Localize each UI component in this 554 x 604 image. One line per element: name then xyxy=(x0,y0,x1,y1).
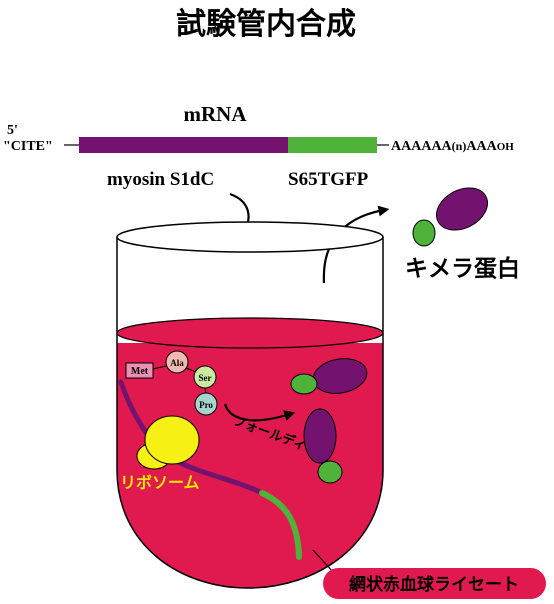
folding-arrow xyxy=(223,403,296,422)
liquid-surface xyxy=(116,317,384,349)
folded-protein-2-myosin xyxy=(303,408,337,464)
chimera-label: キメラ蛋白 xyxy=(405,255,520,282)
peptide-bond-1 xyxy=(152,365,167,370)
gfp-segment xyxy=(288,137,377,153)
amino-acid-pro xyxy=(194,392,218,416)
mrna-label: mRNA xyxy=(184,102,248,126)
amino-acid-ala xyxy=(165,350,189,374)
ribosome-large-subunit xyxy=(144,415,200,465)
pro-label: Pro xyxy=(199,400,213,410)
folded-protein-2-gfp xyxy=(317,460,343,484)
lysate-callout-line xyxy=(312,549,335,574)
amino-acid-met xyxy=(125,362,154,379)
tube-wall xyxy=(116,237,384,589)
lysate-label-bubble xyxy=(323,568,546,599)
polya-tail-label: AAAAAA(n)AAAOH xyxy=(391,139,514,154)
chimera-myosin-domain xyxy=(436,187,488,231)
myosin-label: myosin S1dC xyxy=(107,169,214,190)
cite-label: "CITE" xyxy=(3,139,53,154)
page-title: 試験管内合成 xyxy=(176,7,356,42)
met-label: Met xyxy=(131,366,149,377)
five-prime-label: 5' xyxy=(7,123,18,138)
chimera-gfp-domain xyxy=(412,219,436,247)
ala-label: Ala xyxy=(170,358,184,368)
peptide-bond-2 xyxy=(185,367,197,373)
mrna-strand-gfp xyxy=(259,490,302,560)
tube-liquid xyxy=(117,343,383,588)
ser-label: Ser xyxy=(199,373,212,383)
myosin-segment xyxy=(79,137,288,153)
ribosome-label: リボソーム xyxy=(120,473,200,492)
folded-protein-1-gfp xyxy=(290,373,318,395)
gfp-label: S65TGFP xyxy=(288,169,369,190)
tube-rim xyxy=(116,221,384,253)
lysate-label: 網状赤血球ライセート xyxy=(349,574,519,595)
